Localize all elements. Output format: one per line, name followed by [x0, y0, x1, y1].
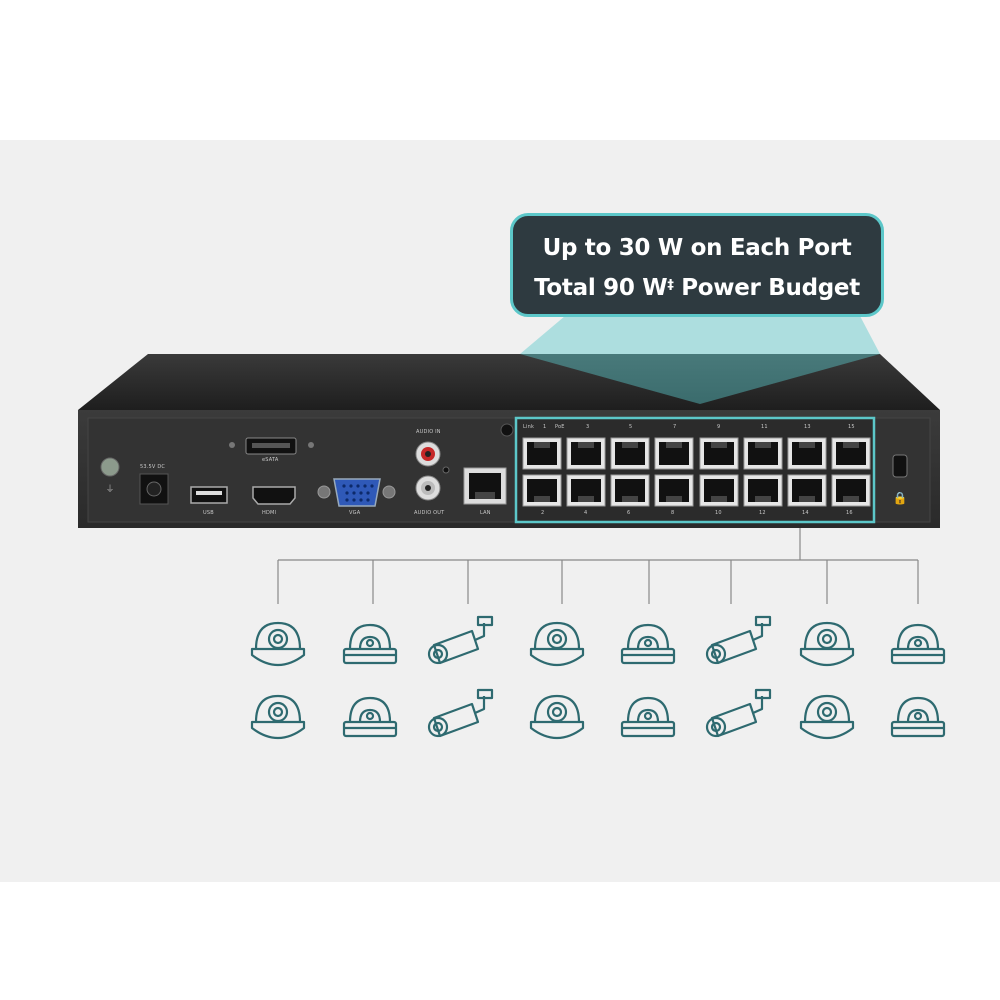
turret-camera-icon — [620, 623, 676, 665]
port-number-top: 9 — [717, 424, 721, 430]
poe-port — [831, 437, 871, 470]
dome-camera-icon — [799, 621, 855, 667]
port-number-top: 7 — [673, 424, 677, 430]
poe-port — [743, 437, 783, 470]
port-number-top: 5 — [629, 424, 633, 430]
port-number-top: 3 — [586, 424, 590, 430]
poe-port — [654, 474, 694, 507]
dome-camera-icon — [529, 621, 585, 667]
footnote-mark: ‡ — [667, 278, 674, 293]
port-number-bottom: 4 — [584, 510, 588, 516]
dome-camera-icon — [799, 694, 855, 740]
poe-port — [654, 437, 694, 470]
svg-text:🔒: 🔒 — [893, 491, 908, 505]
poe-port — [787, 474, 827, 507]
poe-port — [566, 437, 606, 470]
poe-port — [787, 437, 827, 470]
port-number-bottom: 8 — [671, 510, 675, 516]
port-number-bottom: 6 — [627, 510, 631, 516]
port-number-top: 1 — [543, 424, 547, 430]
port-number-bottom: 2 — [541, 510, 545, 516]
turret-camera-icon — [342, 696, 398, 738]
dome-camera-icon — [250, 621, 306, 667]
poe-port — [610, 474, 650, 507]
callout-line-2-prefix: Total 90 W — [534, 275, 668, 301]
ground-screw-icon — [100, 457, 120, 477]
turret-camera-icon — [890, 696, 946, 738]
bullet-camera-icon — [705, 615, 772, 665]
link-label: Link — [523, 424, 535, 430]
esata-label: eSATA — [262, 457, 279, 463]
poe-port — [831, 474, 871, 507]
bullet-camera-icon — [705, 688, 772, 738]
lan-label: LAN — [480, 510, 491, 516]
audio-in-label: AUDIO IN — [416, 429, 441, 435]
hdmi-label: HDMI — [262, 510, 277, 516]
poe-port — [699, 437, 739, 470]
poe-port — [610, 437, 650, 470]
port-number-bottom: 10 — [715, 510, 722, 516]
port-number-top: 11 — [761, 424, 768, 430]
poe-port — [522, 437, 562, 470]
dome-camera-icon — [250, 694, 306, 740]
poe-port — [699, 474, 739, 507]
turret-camera-icon — [890, 623, 946, 665]
power-budget-callout: Up to 30 W on Each Port Total 90 W‡ Powe… — [510, 213, 884, 317]
callout-line-2: Total 90 W‡ Power Budget — [513, 268, 881, 308]
vga-label: VGA — [349, 510, 361, 516]
dome-camera-icon — [529, 694, 585, 740]
poe-port — [743, 474, 783, 507]
port-number-bottom: 16 — [846, 510, 853, 516]
kensington-lock-slot — [892, 454, 908, 478]
poe-port — [522, 474, 562, 507]
turret-camera-icon — [342, 623, 398, 665]
callout-line-2-suffix: Power Budget — [673, 275, 860, 301]
bullet-camera-icon — [427, 688, 494, 738]
poe-label: PoE — [555, 424, 565, 430]
callout-line-1: Up to 30 W on Each Port — [542, 235, 852, 261]
bullet-camera-icon — [427, 615, 494, 665]
turret-camera-icon — [620, 696, 676, 738]
usb-label: USB — [203, 510, 214, 516]
power-label: 53.5V DC — [140, 464, 166, 470]
port-number-top: 13 — [804, 424, 811, 430]
port-number-top: 15 — [848, 424, 855, 430]
port-number-bottom: 14 — [802, 510, 809, 516]
poe-port — [566, 474, 606, 507]
svg-text:⏚: ⏚ — [105, 484, 114, 495]
audio-out-label: AUDIO OUT — [414, 510, 445, 516]
port-number-bottom: 12 — [759, 510, 766, 516]
hdmi-port — [252, 486, 296, 505]
device-top-surface — [78, 354, 940, 410]
